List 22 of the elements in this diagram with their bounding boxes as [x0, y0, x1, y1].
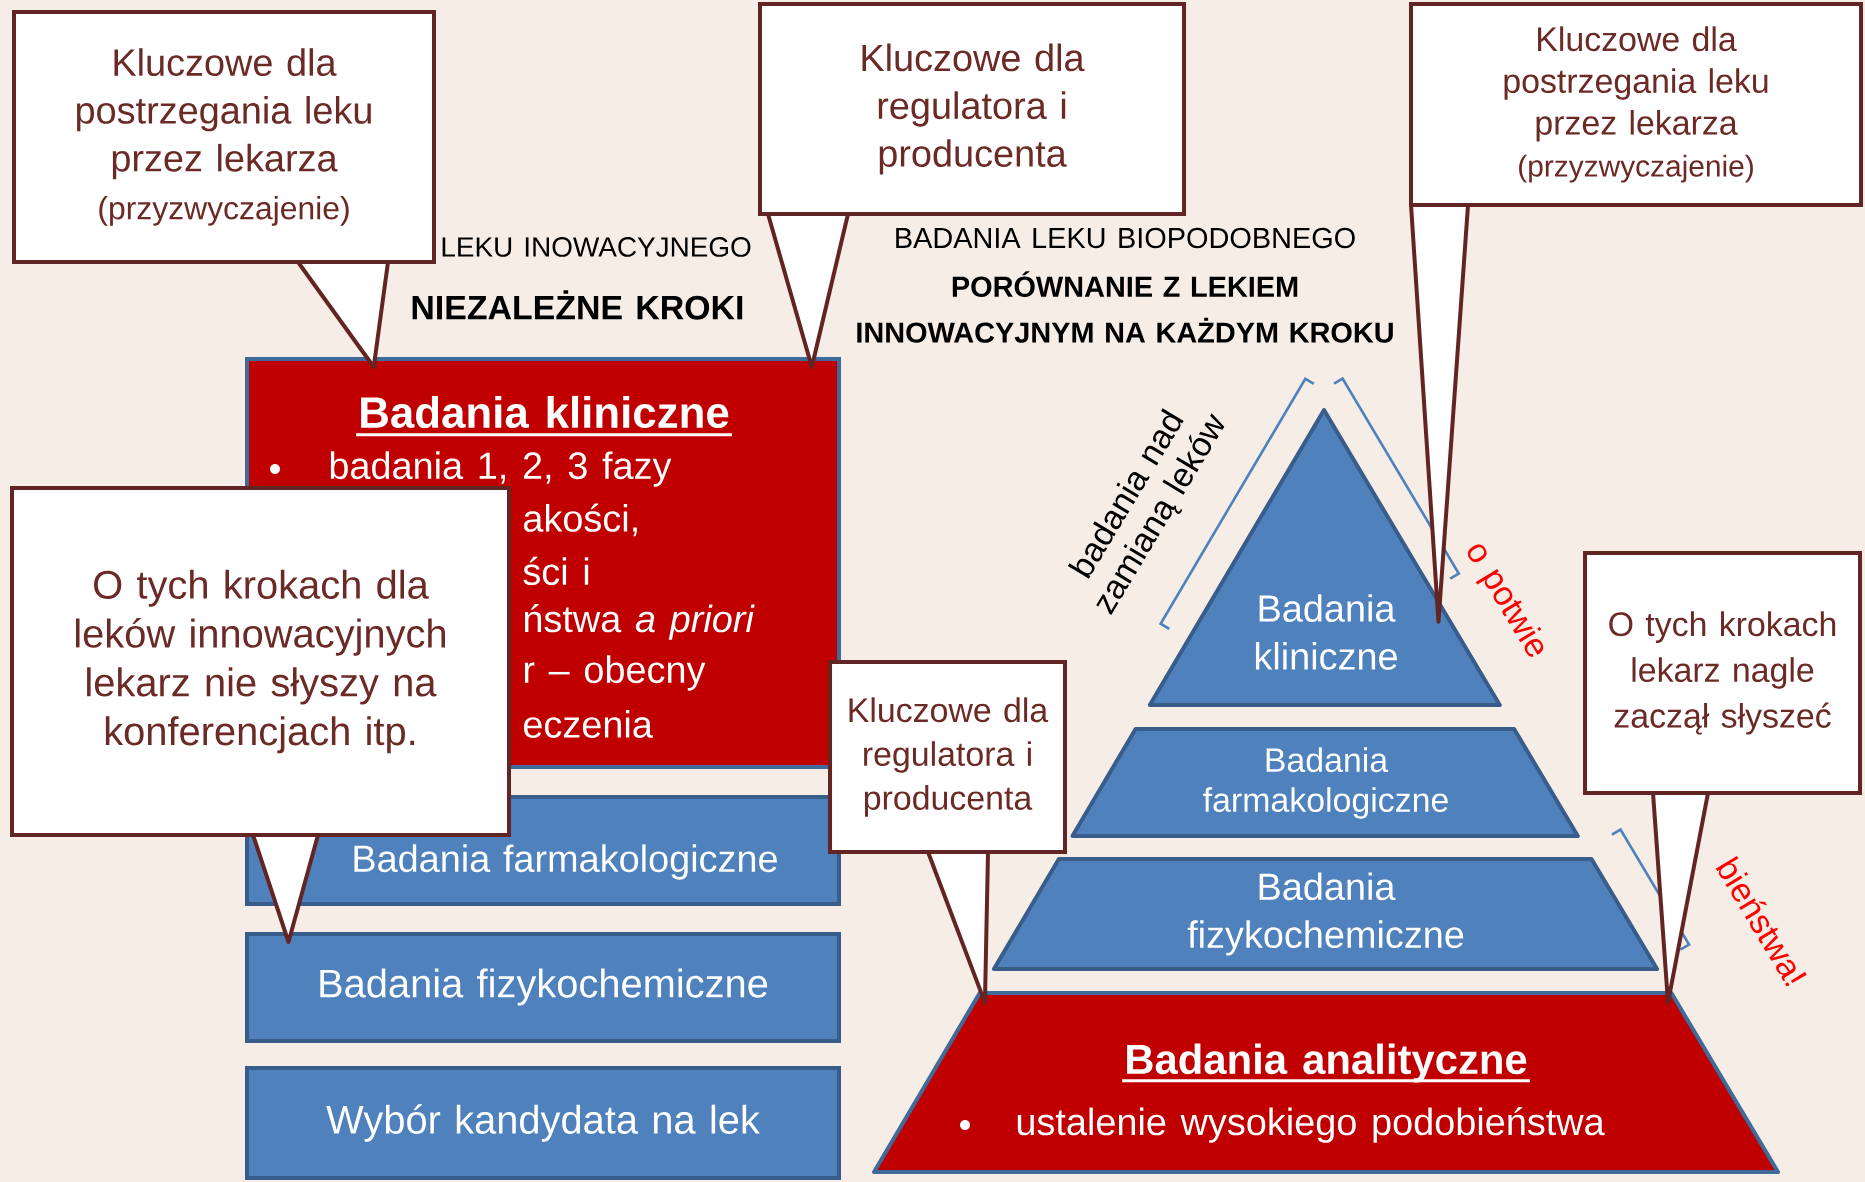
title-text: BADANIA LEKU BIOPODOBNEGO [896, 227, 1355, 249]
bullet-text: badania 1, 2, 3 fazy [330, 451, 672, 487]
pyramid-layer: Badania fizykochemiczne [991, 857, 1660, 971]
speech-bubble: Kluczowe dla postrzegania leku przez lekarza (przyzwyczajenie) [12, 10, 436, 264]
bullet-text: ustalenie wysokiego podobieństwa [1017, 1107, 1605, 1143]
title-text: NIEZALEŻNE KROKI [412, 290, 743, 320]
title-text: LEKU INOWACYJNEGO [442, 237, 751, 257]
heading: Badania kliniczne [356, 395, 732, 437]
bullet-text: eczenia [523, 710, 653, 738]
bullet-text: ści i [523, 556, 589, 586]
bullet-text: r – obecny [524, 655, 706, 691]
speech-bubble: Kluczowe dla regulatora i producenta [758, 2, 1186, 216]
process-box: Badania fizykochemiczne [245, 932, 841, 1043]
process-box: Wybór kandydata na lek [245, 1066, 841, 1180]
speech-bubble: O tych krokach dla leków innowacyjnych lekarz nie słyszy na konferencjach itp. [10, 486, 511, 837]
speech-bubble: Kluczowe dla postrzegania leku przez lekarza (przyzwyczajenie) [1409, 2, 1863, 207]
bullet-text: akości, [523, 503, 637, 537]
title-text: PORÓWNANIE Z LEKIEM INNOWACYJNYM NA KAŻDYM KROKU [857, 271, 1393, 343]
bullet-text: ństwa a priori [524, 604, 755, 640]
speech-bubble: Kluczowe dla regulatora i producenta [828, 660, 1067, 854]
speech-bubble: O tych krokach lekarz nagle zaczął słyszeć [1583, 551, 1862, 795]
heading: Badania analityczne [1122, 1043, 1530, 1083]
